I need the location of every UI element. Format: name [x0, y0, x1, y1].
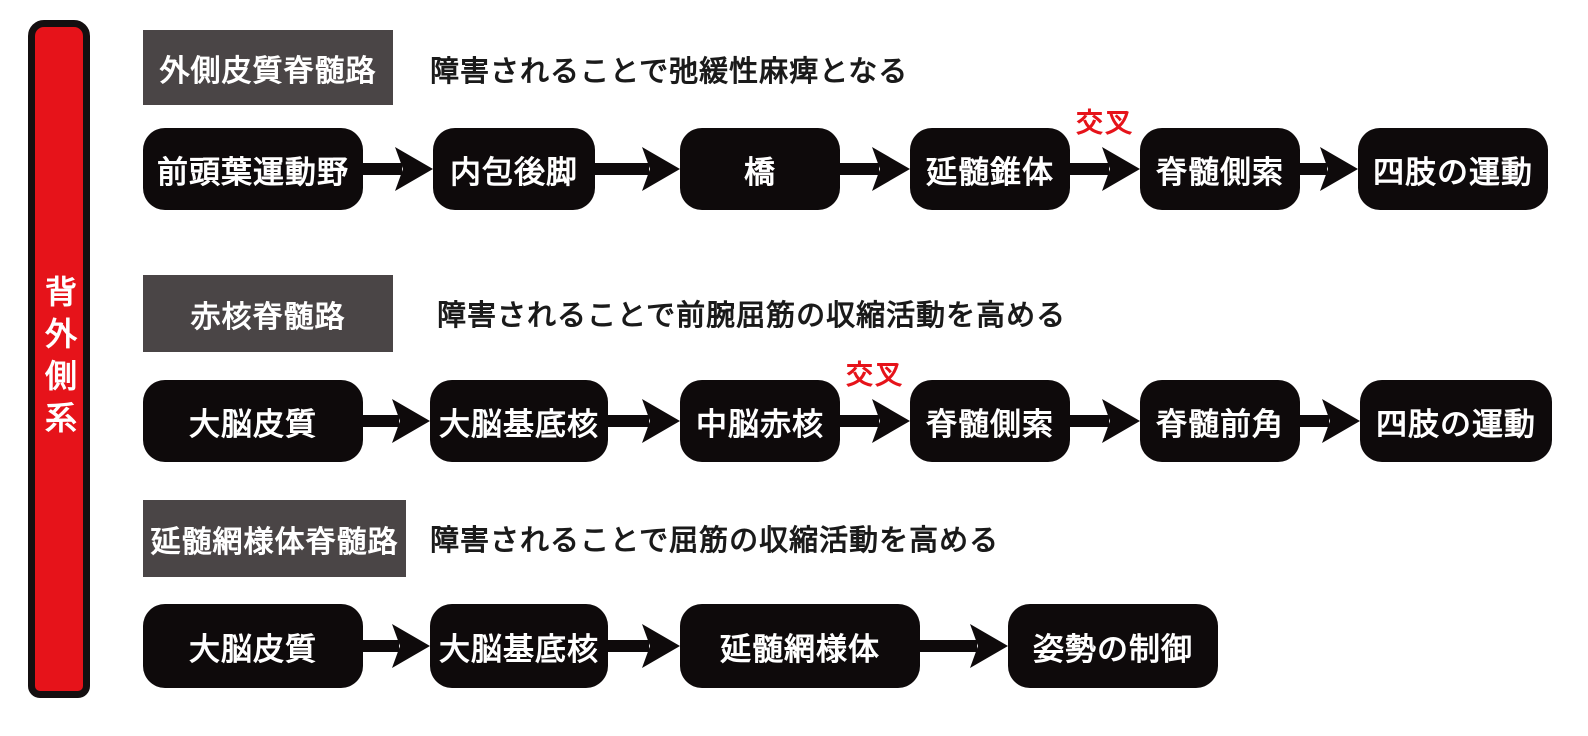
flow-node: 大脳基底核: [430, 380, 608, 462]
arrow-line: [840, 415, 879, 427]
flow-node: 橋: [680, 128, 840, 210]
arrow-line: [1300, 163, 1327, 175]
arrowhead-icon: [392, 399, 430, 443]
flow-node: 脊髄前角: [1140, 380, 1300, 462]
arrow-line: [1070, 415, 1109, 427]
arrow-line: [608, 640, 649, 652]
flow-node: 四肢の運動: [1358, 128, 1548, 210]
flow-node: 姿勢の制御: [1008, 604, 1218, 688]
arrow-right-icon: [363, 380, 430, 462]
arrow-line: [363, 163, 402, 175]
arrowhead-icon: [642, 147, 680, 191]
arrow-line: [608, 415, 649, 427]
flow-node: 内包後脚: [433, 128, 595, 210]
arrowhead-icon: [872, 399, 910, 443]
banner-label: 背外側系: [41, 275, 77, 443]
pathway-note-medullary-reticulospinal: 障害されることで屈筋の収縮活動を高める: [430, 525, 1000, 557]
crossover-label: 交叉: [1076, 108, 1134, 138]
flow-node: 延髄網様体: [680, 604, 920, 688]
flow-node: 大脳皮質: [143, 380, 363, 462]
flow-node: 脊髄側索: [1140, 128, 1300, 210]
arrow-right-icon: [363, 128, 433, 210]
arrowhead-icon: [1102, 147, 1140, 191]
flow-row-lateral-corticospinal: 前頭葉運動野 内包後脚 橋 延髄錐体 交叉 脊髄側索 四肢の運動: [143, 108, 1548, 210]
arrow-right-icon: 交叉: [840, 360, 910, 462]
arrow-line: [363, 640, 399, 652]
arrow-right-icon: [1300, 380, 1360, 462]
flow-node: 延髄錐体: [910, 128, 1070, 210]
arrowhead-icon: [642, 399, 680, 443]
arrowhead-icon: [1102, 399, 1140, 443]
arrow-line: [1070, 163, 1109, 175]
pathway-note-rubrospinal: 障害されることで前腕屈筋の収縮活動を高める: [437, 300, 1067, 332]
arrowhead-icon: [392, 624, 430, 668]
pathway-title-label: 延髄網様体脊髄路: [150, 525, 399, 559]
pathway-title-label: 赤核脊髄路: [190, 300, 346, 334]
pathway-note-lateral-corticospinal: 障害されることで弛緩性麻痺となる: [430, 56, 909, 88]
flow-node: 脊髄側索: [910, 380, 1070, 462]
pathway-title-rubrospinal: 赤核脊髄路: [143, 275, 393, 352]
flow-node: 大脳皮質: [143, 604, 363, 688]
dorsolateral-system-banner: 背外側系: [28, 20, 90, 698]
arrow-line: [595, 163, 649, 175]
arrow-right-icon: 交叉: [1070, 108, 1140, 210]
arrowhead-icon: [642, 624, 680, 668]
crossover-label: 交叉: [846, 360, 904, 390]
arrowhead-icon: [1320, 147, 1358, 191]
arrowhead-icon: [1322, 399, 1360, 443]
arrow-line: [363, 415, 399, 427]
arrowhead-icon: [395, 147, 433, 191]
arrow-line: [840, 163, 879, 175]
flow-node: 前頭葉運動野: [143, 128, 363, 210]
arrow-right-icon: [363, 604, 430, 688]
arrow-right-icon: [608, 380, 680, 462]
arrow-line: [1300, 415, 1329, 427]
pathway-title-lateral-corticospinal: 外側皮質脊髄路: [143, 30, 393, 105]
arrow-right-icon: [608, 604, 680, 688]
arrow-right-icon: [595, 128, 680, 210]
flow-node: 大脳基底核: [430, 604, 608, 688]
flow-row-rubrospinal: 大脳皮質 大脳基底核 中脳赤核 交叉 脊髄側索 脊髄前角 四肢の運動: [143, 360, 1552, 462]
arrow-right-icon: [1300, 128, 1358, 210]
pathway-title-medullary-reticulospinal: 延髄網様体脊髄路: [143, 500, 406, 577]
arrow-line: [920, 640, 977, 652]
arrowhead-icon: [872, 147, 910, 191]
arrow-right-icon: [920, 604, 1008, 688]
flow-node: 中脳赤核: [680, 380, 840, 462]
flow-row-medullary-reticulospinal: 大脳皮質 大脳基底核 延髄網様体 姿勢の制御: [143, 604, 1218, 688]
pathway-title-label: 外側皮質脊髄路: [159, 54, 377, 88]
arrow-right-icon: [1070, 380, 1140, 462]
flow-node: 四肢の運動: [1360, 380, 1552, 462]
arrowhead-icon: [970, 624, 1008, 668]
arrow-right-icon: [840, 128, 910, 210]
